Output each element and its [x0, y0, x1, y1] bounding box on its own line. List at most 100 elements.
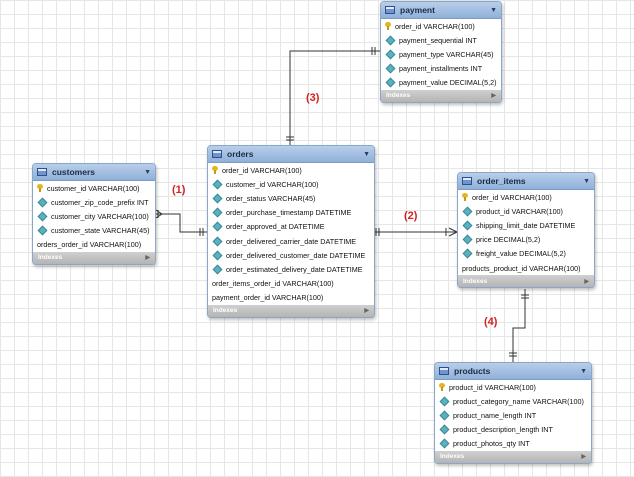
table-products[interactable]: products▼product_id VARCHAR(100) product_… — [434, 362, 592, 464]
column-diamond-icon — [212, 250, 223, 261]
table-header[interactable]: payment ▼ — [381, 2, 501, 19]
expand-arrow-icon[interactable]: ▶ — [581, 454, 586, 461]
column-label: order_id VARCHAR(100) — [395, 21, 475, 31]
table-icon — [462, 177, 472, 185]
column-label: payment_order_id VARCHAR(100) — [212, 293, 324, 303]
relationship-label-3: (3) — [306, 92, 320, 104]
column-row[interactable]: price DECIMAL(5,2) — [458, 233, 594, 247]
relationship-line-orders-payment — [286, 47, 380, 145]
indexes-section[interactable]: Indexes ▶ — [435, 450, 591, 463]
column-label: payment_sequential INT — [399, 35, 477, 45]
primary-key-icon — [385, 22, 391, 31]
table-header[interactable]: customers ▼ — [33, 164, 155, 181]
column-label: order_id VARCHAR(100) — [222, 165, 302, 175]
indexes-label: Indexes — [463, 277, 488, 285]
column-diamond-icon — [385, 77, 396, 88]
relationship-line-orders-order-items — [373, 227, 458, 237]
indexes-section[interactable]: Indexes ▶ — [33, 251, 155, 264]
column-label: payment_type VARCHAR(45) — [399, 49, 494, 59]
indexes-section[interactable]: Indexes▶ — [208, 304, 374, 317]
column-row[interactable]: orders_order_id VARCHAR(100) — [33, 238, 155, 252]
collapse-arrow-icon[interactable]: ▼ — [490, 6, 497, 14]
column-row[interactable]: payment_type VARCHAR(45) — [381, 47, 501, 61]
expand-arrow-icon[interactable]: ▶ — [491, 93, 496, 100]
column-label: product_photos_qty INT — [453, 439, 530, 449]
column-row[interactable]: payment_installments INT — [381, 62, 501, 76]
column-label: payment_installments INT — [399, 64, 483, 74]
column-label: customer_state VARCHAR(45) — [51, 226, 150, 236]
column-label: products_product_id VARCHAR(100) — [462, 263, 581, 273]
column-label: price DECIMAL(5,2) — [476, 235, 541, 245]
column-label: customer_id VARCHAR(100) — [47, 183, 140, 193]
table-customers[interactable]: customers ▼ customer_id VARCHAR(100) custom… — [32, 163, 156, 265]
column-row[interactable]: product_photos_qty INT — [435, 437, 591, 451]
column-label: order_status VARCHAR(45) — [226, 193, 316, 203]
table-header[interactable]: orders ▼ — [208, 146, 374, 163]
column-diamond-icon — [462, 206, 473, 217]
collapse-arrow-icon[interactable]: ▼ — [363, 150, 370, 158]
column-row[interactable]: customer_id VARCHAR(100) — [208, 177, 374, 191]
column-row[interactable]: shipping_limit_date DATETIME — [458, 218, 594, 232]
column-row[interactable]: order_delivered_customer_date DATETIME — [208, 248, 374, 262]
column-diamond-icon — [212, 221, 223, 232]
column-row[interactable]: payment_value DECIMAL(5,2) — [381, 76, 501, 90]
column-diamond-icon — [385, 49, 396, 60]
column-row[interactable]: order_id VARCHAR(100) — [458, 190, 594, 204]
column-row[interactable]: product_category_name VARCHAR(100) — [435, 394, 591, 408]
column-row[interactable]: order_estimated_delivery_date DATETIME — [208, 262, 374, 276]
column-row[interactable]: product_id VARCHAR(100) — [458, 204, 594, 218]
column-row[interactable]: freight_value DECIMAL(5,2) — [458, 247, 594, 261]
table-orders[interactable]: orders ▼ order_id VARCHAR(100) customer_id … — [207, 145, 375, 318]
column-row[interactable]: product_id VARCHAR(100) — [435, 380, 591, 394]
column-diamond-icon — [212, 193, 223, 204]
column-diamond-icon — [439, 438, 450, 449]
column-label: product_category_name VARCHAR(100) — [453, 396, 584, 406]
column-row[interactable]: customer_zip_code_prefix INT — [33, 195, 155, 209]
indexes-label: Indexes — [386, 92, 411, 100]
column-row[interactable]: order_id VARCHAR(100) — [381, 19, 501, 33]
table-title: customers — [52, 167, 95, 177]
column-row[interactable]: product_name_length INT — [435, 408, 591, 422]
table-title: orders — [227, 149, 254, 159]
expand-arrow-icon[interactable]: ▶ — [364, 308, 369, 315]
column-row[interactable]: order_delivered_carrier_date DATETIME — [208, 234, 374, 248]
column-row[interactable]: order_items_order_id VARCHAR(100) — [208, 277, 374, 291]
column-label: order_delivered_carrier_date DATETIME — [226, 236, 357, 246]
column-row[interactable]: customer_state VARCHAR(45) — [33, 224, 155, 238]
relationship-line-customers-orders — [154, 209, 207, 236]
column-diamond-icon — [212, 207, 223, 218]
column-row[interactable]: payment_sequential INT — [381, 33, 501, 47]
collapse-arrow-icon[interactable]: ▼ — [580, 367, 587, 375]
column-row[interactable]: order_purchase_timestamp DATETIME — [208, 206, 374, 220]
column-diamond-icon — [37, 211, 48, 222]
indexes-section[interactable]: Indexes ▶ — [458, 275, 594, 288]
table-header[interactable]: products▼ — [435, 363, 591, 380]
column-diamond-icon — [37, 225, 48, 236]
table-payment[interactable]: payment ▼ order_id VARCHAR(100) payment_seq… — [380, 1, 502, 103]
column-row[interactable]: order_status VARCHAR(45) — [208, 191, 374, 205]
indexes-section[interactable]: Indexes ▶ — [381, 89, 501, 102]
column-row[interactable]: payment_order_id VARCHAR(100) — [208, 291, 374, 305]
collapse-arrow-icon[interactable]: ▼ — [583, 177, 590, 185]
relationship-label-4: (4) — [484, 316, 498, 328]
primary-key-icon — [212, 166, 218, 175]
column-row[interactable]: products_product_id VARCHAR(100) — [458, 261, 594, 275]
indexes-label: Indexes — [440, 453, 465, 461]
table-order-items[interactable]: order_items▼order_id VARCHAR(100)product… — [457, 172, 595, 289]
table-icon — [37, 168, 47, 176]
table-header[interactable]: order_items▼ — [458, 173, 594, 190]
column-row[interactable]: product_description_length INT — [435, 423, 591, 437]
column-row[interactable]: order_id VARCHAR(100) — [208, 163, 374, 177]
column-row[interactable]: customer_id VARCHAR(100) — [33, 181, 155, 195]
expand-arrow-icon[interactable]: ▶ — [584, 278, 589, 285]
table-title: payment — [400, 5, 435, 15]
expand-arrow-icon[interactable]: ▶ — [145, 255, 150, 262]
column-row[interactable]: customer_city VARCHAR(100) — [33, 209, 155, 223]
column-diamond-icon — [439, 424, 450, 435]
indexes-label: Indexes — [38, 254, 63, 262]
collapse-arrow-icon[interactable]: ▼ — [144, 168, 151, 176]
column-label: order_approved_at DATETIME — [226, 222, 325, 232]
column-diamond-icon — [462, 220, 473, 231]
column-row[interactable]: order_approved_at DATETIME — [208, 220, 374, 234]
